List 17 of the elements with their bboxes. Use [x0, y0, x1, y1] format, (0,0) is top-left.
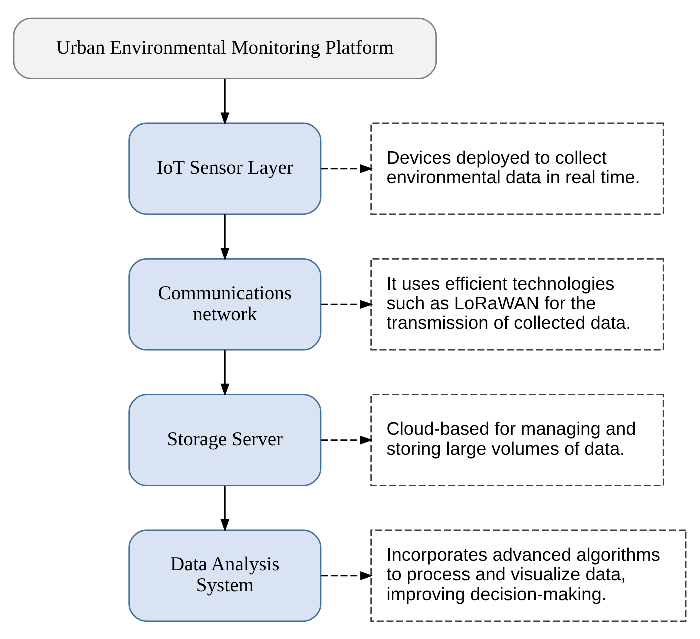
node-box: Cloud-based for managing and storing large volumes of data. [370, 394, 664, 486]
arrow [220, 78, 230, 125]
node-box: Incorporates advanced algorithms to process and visualize data, improving decision-making. [370, 529, 687, 622]
arrow [321, 435, 374, 444]
node-box: Communications network [128, 258, 322, 350]
node-box: Storage Server [128, 394, 322, 486]
arrow [220, 214, 230, 260]
arrow [220, 350, 230, 396]
node-box: Data Analysis System [128, 529, 322, 622]
arrow [321, 571, 374, 580]
arrow [321, 164, 374, 173]
node-box: It uses efficient technologies such as LoRaWAN for the transmission of collected data. [370, 258, 664, 350]
node-box: Urban Environmental Monitoring Platform [13, 17, 438, 79]
arrow [321, 300, 374, 309]
node-box: Devices deployed to collect environmental data in real time. [370, 122, 664, 215]
node-box: IoT Sensor Layer [128, 122, 322, 215]
arrow [220, 485, 230, 532]
